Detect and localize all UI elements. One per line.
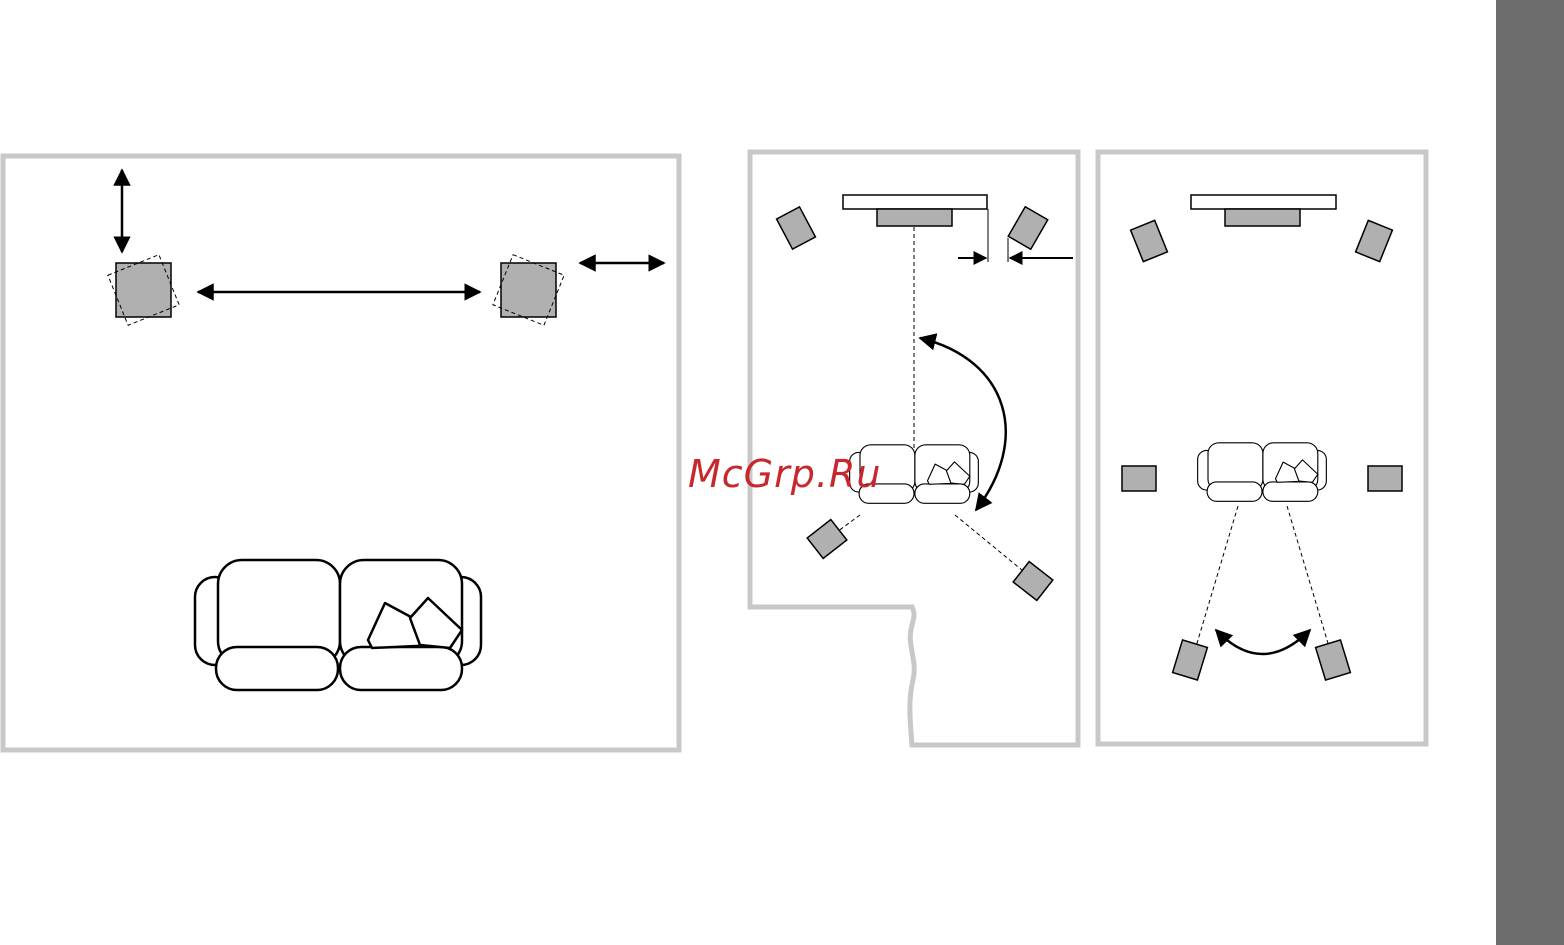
side-tab	[1496, 0, 1564, 945]
center-speaker	[877, 209, 952, 226]
left-speaker	[108, 255, 179, 326]
surround-left-speaker	[807, 520, 847, 559]
tv-icon	[843, 195, 987, 209]
tv-icon	[1191, 195, 1336, 209]
surround-right-speaker	[1013, 562, 1053, 601]
rear-right-speaker	[1316, 640, 1351, 680]
surround-right-speaker	[1368, 466, 1402, 491]
front-left-speaker	[1131, 220, 1168, 261]
sofa-icon	[195, 560, 481, 690]
rear-angle-arrow	[1216, 630, 1310, 654]
rear-surround-room	[1098, 152, 1426, 744]
front-right-speaker	[1356, 220, 1393, 261]
front-left-speaker	[777, 207, 816, 249]
sofa-icon	[1198, 443, 1327, 502]
watermark-text: McGrp.Ru	[688, 452, 881, 496]
stereo-placement-room	[3, 156, 679, 750]
rear-left-speaker	[1173, 640, 1208, 680]
center-speaker	[1225, 209, 1300, 226]
surround-left-speaker	[1122, 466, 1156, 491]
right-speaker	[493, 255, 564, 326]
front-right-speaker	[1008, 207, 1048, 249]
surround-angle-room	[750, 152, 1078, 745]
